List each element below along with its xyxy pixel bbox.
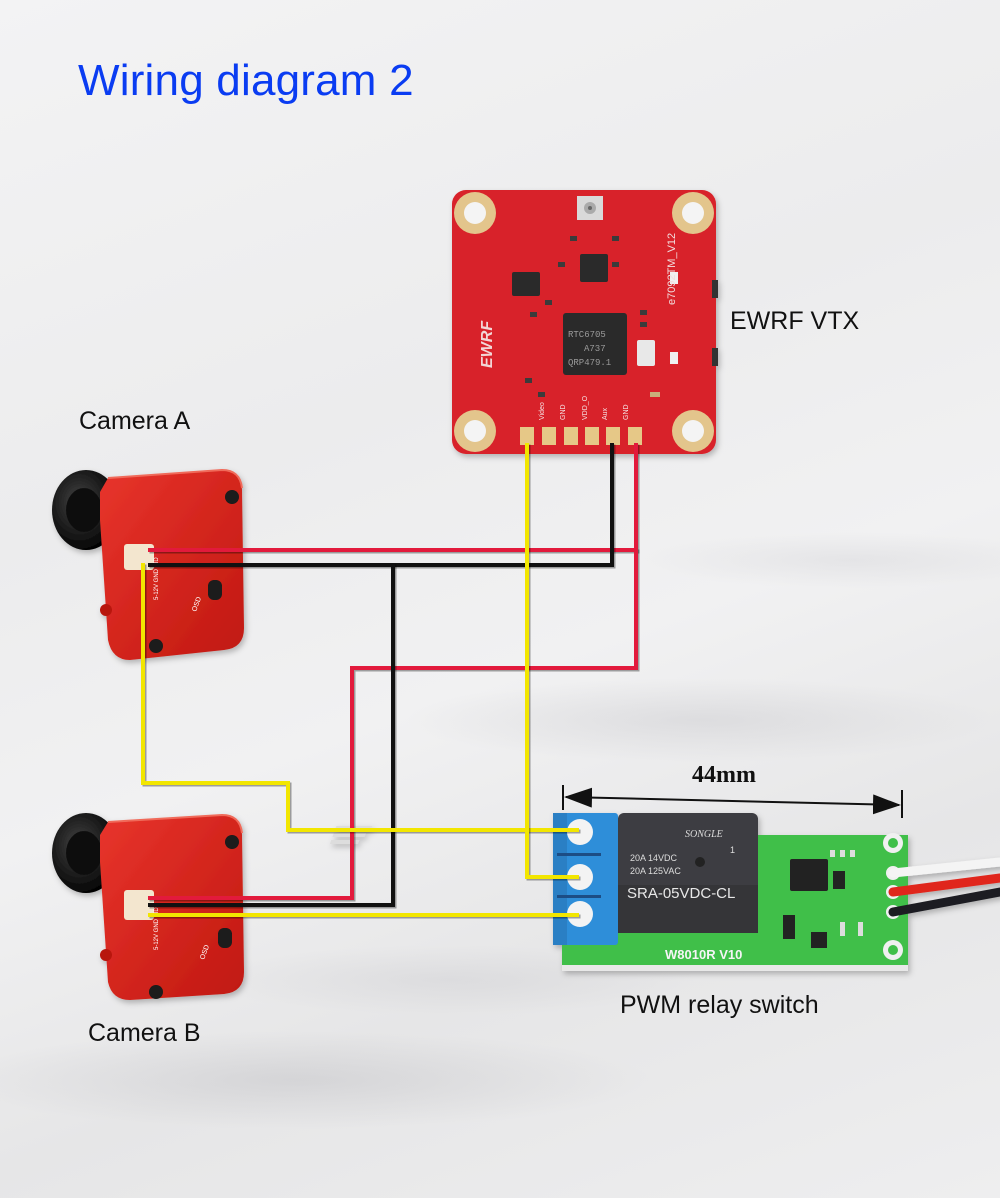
wire-vtx-video: [525, 443, 579, 879]
camera-a-side-knob: [100, 604, 112, 616]
vtx-pad: [520, 427, 534, 445]
vtx-small-chip: [580, 254, 608, 282]
camera-a-osd-text: OSD: [191, 596, 203, 613]
vtx-passives: [525, 236, 660, 397]
terminal-screw-1: [567, 819, 593, 845]
board-model: W8010R V10: [665, 947, 742, 962]
relay-label: PWM relay switch: [620, 991, 819, 1019]
camera-b-connector: [124, 890, 154, 920]
camera-b-side-knob: [100, 949, 112, 961]
vtx-label: EWRF VTX: [730, 307, 860, 335]
vtx-pad: [564, 427, 578, 445]
vtx-pad: [542, 427, 556, 445]
wire-camera-a-ground: [148, 443, 614, 567]
wire-camera-a-video: [141, 563, 579, 832]
page-title: Wiring diagram 2: [78, 56, 414, 105]
vtx-chip-line-1: RTC6705: [568, 330, 606, 340]
vtx-mount-holes: [454, 192, 714, 452]
camera-a-connector: [124, 544, 154, 570]
vtx-side-tab-1: [712, 280, 718, 298]
camera-b-body: [100, 815, 244, 1000]
terminal-screw-3: [567, 901, 593, 927]
relay-output-wire-red: [888, 873, 1000, 897]
vtx-pad: [585, 427, 599, 445]
vtx-led-1: [670, 272, 678, 284]
camera-b-screw: [149, 985, 163, 999]
vtx-side-tab-2: [712, 348, 718, 366]
camera-a-osd-button: [208, 580, 222, 600]
camera-b-pin-text: 5-12V GND VID: [154, 907, 160, 950]
relay-rating-1: 20A 14VDC: [630, 853, 678, 863]
vtx-crystal: [637, 340, 655, 366]
camera-a-label: Camera A: [79, 407, 191, 435]
relay-rating-2: 20A 125VAC: [630, 866, 681, 876]
vtx-regulator: [512, 272, 540, 296]
camera-a-screw: [225, 490, 239, 504]
vtx-pad: [628, 427, 642, 445]
pad-label-5: GND: [623, 404, 630, 420]
vtx-chip-line-3: QRP479.1: [568, 358, 611, 368]
pad-label-2: GND: [560, 404, 567, 420]
terminal-screw-2: [567, 864, 593, 890]
relay-output-wire-black: [888, 887, 1000, 917]
vtx-pads: [520, 427, 642, 445]
camera-a-pin-text: 5-12V GND VID: [154, 557, 160, 600]
pad-label-1: Video: [539, 402, 546, 420]
relay-board: SONGLE 1 20A 14VDC 20A 125VAC SRA-05VDC-…: [329, 813, 1000, 971]
relay-brand: SONGLE: [685, 829, 723, 840]
relay-mark: 1: [730, 845, 735, 855]
wire-vtx-power: [148, 443, 638, 900]
wires: [141, 443, 640, 919]
camera-b-screw: [225, 835, 239, 849]
vtx-main-chip: [563, 313, 627, 375]
pad-label-3: VDD_O: [582, 395, 589, 420]
vtx-pad-labels: Video GND VDD_O Aux GND: [539, 395, 630, 420]
camera-b-osd-text: OSD: [199, 944, 211, 961]
wire-camera-b-ground: [148, 563, 395, 907]
camera-b-label: Camera B: [88, 1019, 201, 1047]
vtx-brand: EWRF: [479, 320, 496, 368]
camera-a-screw: [149, 639, 163, 653]
antenna-connector: [577, 196, 603, 220]
relay-output-wire-white: [888, 857, 1000, 878]
dimension-arrow: [562, 785, 903, 818]
dimension-label: 44mm: [692, 762, 756, 788]
camera-b: OSD 5-12V GND VID: [52, 813, 244, 1000]
relay-model: SRA-05VDC-CL: [627, 885, 735, 902]
vtx-led-2: [670, 352, 678, 364]
vtx-board: RTC6705 A737 QRP479.1 EWRF e7092TM_V12 V…: [452, 190, 718, 454]
pad-label-4: Aux: [602, 407, 609, 420]
camera-b-osd-button: [218, 928, 232, 948]
vtx-model: e7092TM_V12: [666, 233, 678, 305]
vtx-pad: [606, 427, 620, 445]
vtx-chip-line-2: A737: [584, 344, 606, 354]
relay-ic: [790, 859, 828, 891]
